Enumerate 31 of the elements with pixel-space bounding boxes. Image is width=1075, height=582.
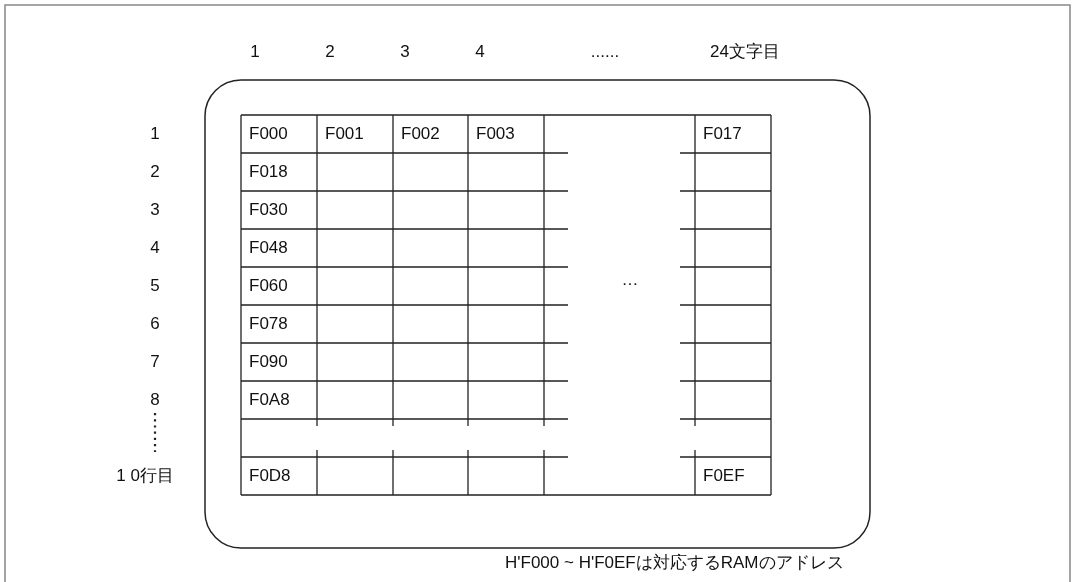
- table-cell: F0A8: [249, 390, 290, 410]
- column-heading: 24文字目: [710, 42, 780, 62]
- column-number: 3: [400, 42, 410, 62]
- table-cell: F001: [325, 124, 364, 144]
- column-number: 2: [325, 42, 335, 62]
- row-number: 2: [150, 162, 160, 182]
- row-heading: 1 0行目: [116, 466, 174, 486]
- note-text: H'F000 ~ H'F0EFは対応するRAMのアドレス: [505, 553, 844, 573]
- table-cell: F030: [249, 200, 288, 220]
- column-number: 1: [250, 42, 260, 62]
- row-number: 3: [150, 200, 160, 220]
- table-cell: F060: [249, 276, 288, 296]
- table-cell: F002: [401, 124, 440, 144]
- row-number: 6: [150, 314, 160, 334]
- table-cell: F0D8: [249, 466, 291, 486]
- ellipsis: …: [621, 270, 639, 290]
- table-cell: F0EF: [703, 466, 745, 486]
- table-cell: F078: [249, 314, 288, 334]
- column-number: ......: [590, 42, 620, 62]
- row-number: 1: [150, 124, 160, 144]
- row-number: 7: [150, 352, 160, 372]
- table-cell: F018: [249, 162, 288, 182]
- table-cell: F003: [476, 124, 515, 144]
- table-cell: F090: [249, 352, 288, 372]
- row-number: 5: [150, 276, 160, 296]
- row-number: 8: [150, 390, 160, 410]
- column-number: 4: [475, 42, 485, 62]
- table-cell: F000: [249, 124, 288, 144]
- row-number: 4: [150, 238, 160, 258]
- table-cell: F017: [703, 124, 742, 144]
- table-cell: F048: [249, 238, 288, 258]
